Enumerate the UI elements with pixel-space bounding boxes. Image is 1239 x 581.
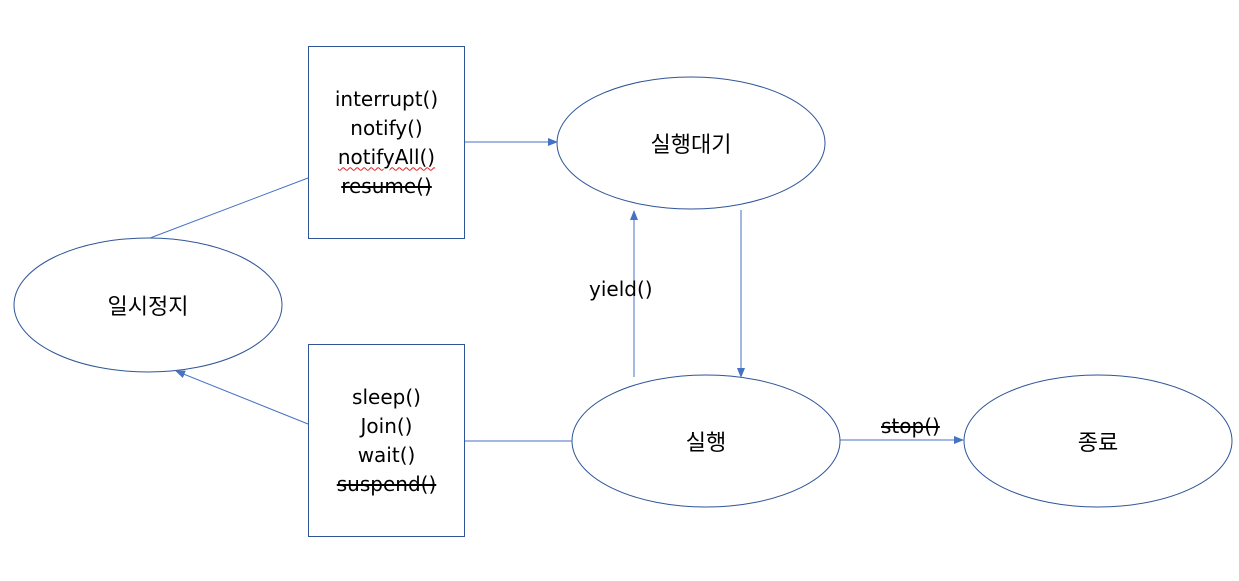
running-state-label: 실행 (685, 431, 727, 456)
terminated-state-ellipse (963, 374, 1233, 508)
method-resume-deprecated: resume() (341, 173, 432, 198)
method-join: Join() (360, 413, 413, 438)
method-interrupt: interrupt() (334, 86, 439, 111)
resume-methods-box: interrupt() notify() notifyAll() resume(… (309, 47, 464, 238)
stop-edge-label-deprecated: stop() (881, 414, 940, 438)
paused-state-ellipse (13, 237, 283, 373)
pause-box-to-paused-arrow (175, 370, 309, 425)
method-sleep: sleep() (352, 384, 421, 409)
method-wait: wait() (357, 442, 416, 467)
method-notify: notify() (350, 115, 423, 140)
method-suspend-deprecated: suspend() (336, 471, 437, 496)
terminated-state-label: 종료 (1077, 431, 1119, 456)
ready-state-label: 실행대기 (650, 133, 732, 158)
method-notifyall: notifyAll() (337, 144, 436, 169)
resume-methods-box-border (308, 46, 465, 239)
pause-methods-box: sleep() Join() wait() suspend() (309, 345, 464, 536)
paused-to-resume-box-line (149, 177, 309, 239)
paused-state-label: 일시정지 (107, 295, 189, 320)
pause-methods-box-border (308, 344, 465, 537)
yield-edge-label: yield() (589, 277, 653, 301)
